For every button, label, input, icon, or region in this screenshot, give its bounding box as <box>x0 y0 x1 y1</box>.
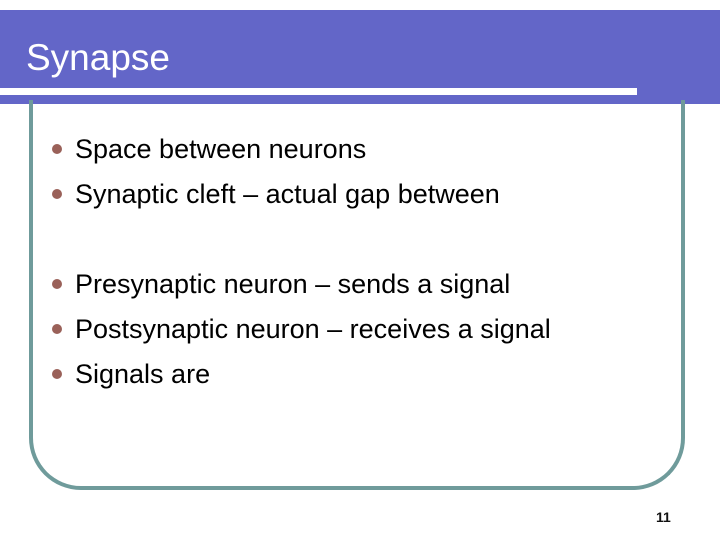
header-separator-right-fill <box>637 88 720 95</box>
page-title: Synapse <box>26 37 170 78</box>
bullet-dot-icon <box>52 279 62 289</box>
bullet-dot-icon <box>52 144 62 154</box>
page-number: 11 <box>656 509 671 525</box>
bullet-dot-icon <box>52 189 62 199</box>
content-frame <box>29 100 685 490</box>
header-white-separator <box>0 88 637 95</box>
list-item: Postsynaptic neuron – receives a signal <box>52 310 672 355</box>
list-item-label: Presynaptic neuron – sends a signal <box>75 269 511 299</box>
bullet-dot-icon <box>52 369 62 379</box>
list-item: Signals are <box>52 355 672 400</box>
list-item-label: Synaptic cleft – actual gap between <box>75 179 500 209</box>
bullet-list: Space between neurons Synaptic cleft – a… <box>52 130 672 400</box>
header-band <box>0 10 720 88</box>
bullet-dot-icon <box>52 324 62 334</box>
list-item-label: Space between neurons <box>75 134 367 164</box>
list-item: Synaptic cleft – actual gap between <box>52 175 672 220</box>
header-underline-strip <box>0 95 720 104</box>
list-item-blank <box>52 220 672 265</box>
list-item-label: Postsynaptic neuron – receives a signal <box>75 314 551 344</box>
list-item: Presynaptic neuron – sends a signal <box>52 265 672 310</box>
list-item-label: Signals are <box>75 359 211 389</box>
list-item: Space between neurons <box>52 130 672 175</box>
